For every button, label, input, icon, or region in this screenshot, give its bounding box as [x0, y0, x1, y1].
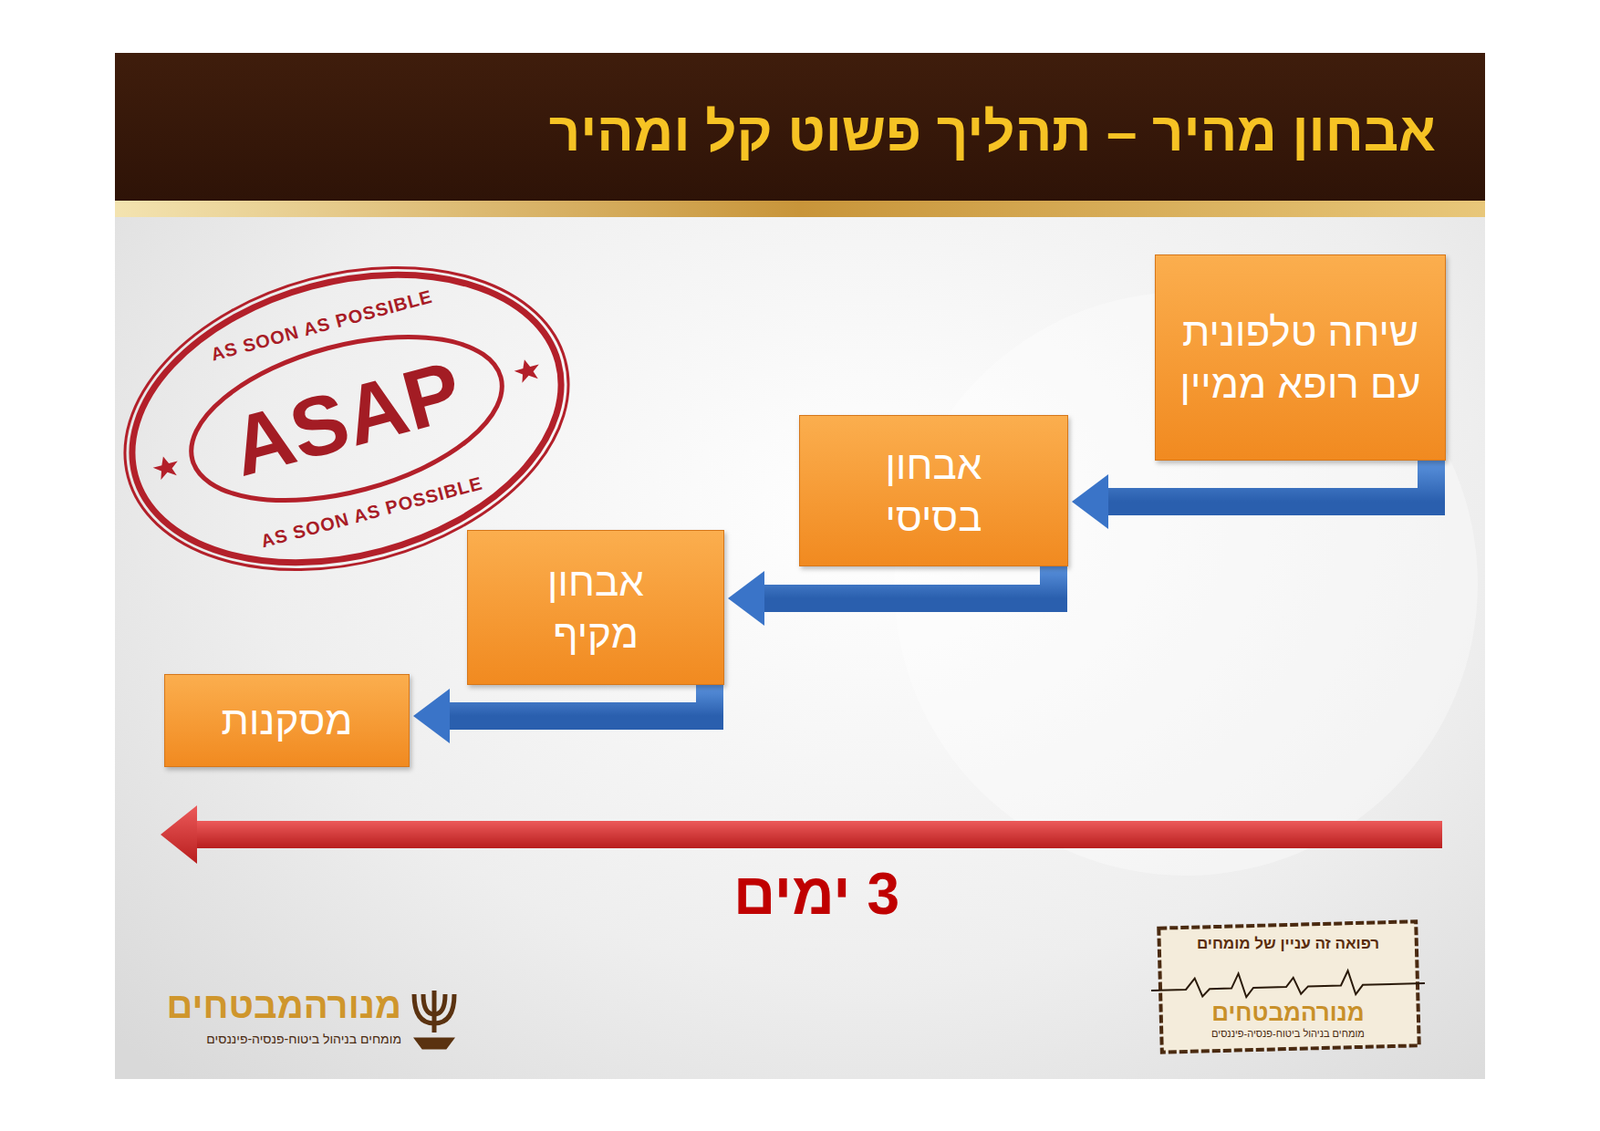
process-box: שיחה טלפונית עם רופא ממיין	[1154, 254, 1446, 461]
flow-arrow	[1071, 460, 1432, 530]
process-box: אבחון בסיסי	[799, 415, 1069, 567]
box-label: אבחון בסיסי	[842, 438, 1026, 543]
glow	[893, 291, 1478, 876]
duration-label: 3 ימים	[733, 862, 900, 926]
logo-stamp	[1149, 921, 1426, 1053]
process-box: מסקנות	[164, 674, 410, 768]
arrow-shaft	[762, 566, 1054, 599]
panel	[114, 52, 1486, 1080]
slide-title: אבחון מהיר – תהליך פשוט קל ומהיר	[549, 102, 1436, 163]
title-band	[114, 52, 1486, 201]
flow-arrow	[413, 685, 710, 744]
menorah-icon	[414, 990, 455, 1048]
flow-arrow	[727, 566, 1054, 626]
arrow-head	[413, 688, 450, 744]
arrow-head	[727, 571, 765, 626]
logo-tagline: מומחים בניהול ביטוח-פנסיה-פיננסים	[206, 1032, 402, 1047]
box-label: אבחון מקיף	[504, 555, 687, 660]
stamp-slogan: רפואה זה עניין של מומחים	[1196, 935, 1380, 954]
box-label: שיחה טלפונית עם רופא ממיין	[1177, 305, 1424, 410]
logo-tagline: מומחים בניהול ביטוח-פנסיה-פיננסים	[1211, 1028, 1365, 1039]
box-label: מסקנות	[221, 694, 354, 747]
process-box: אבחון מקיף	[467, 529, 725, 686]
arrow-shaft	[447, 685, 710, 717]
logo-text: מנורהמבטחים	[1211, 999, 1364, 1027]
arrow-head	[1071, 474, 1109, 530]
logo-text: מנורהמבטחים	[166, 985, 403, 1026]
timeline-arrow	[160, 805, 1443, 864]
gold-stripe	[114, 200, 1486, 218]
arrow-shaft	[1106, 460, 1432, 502]
